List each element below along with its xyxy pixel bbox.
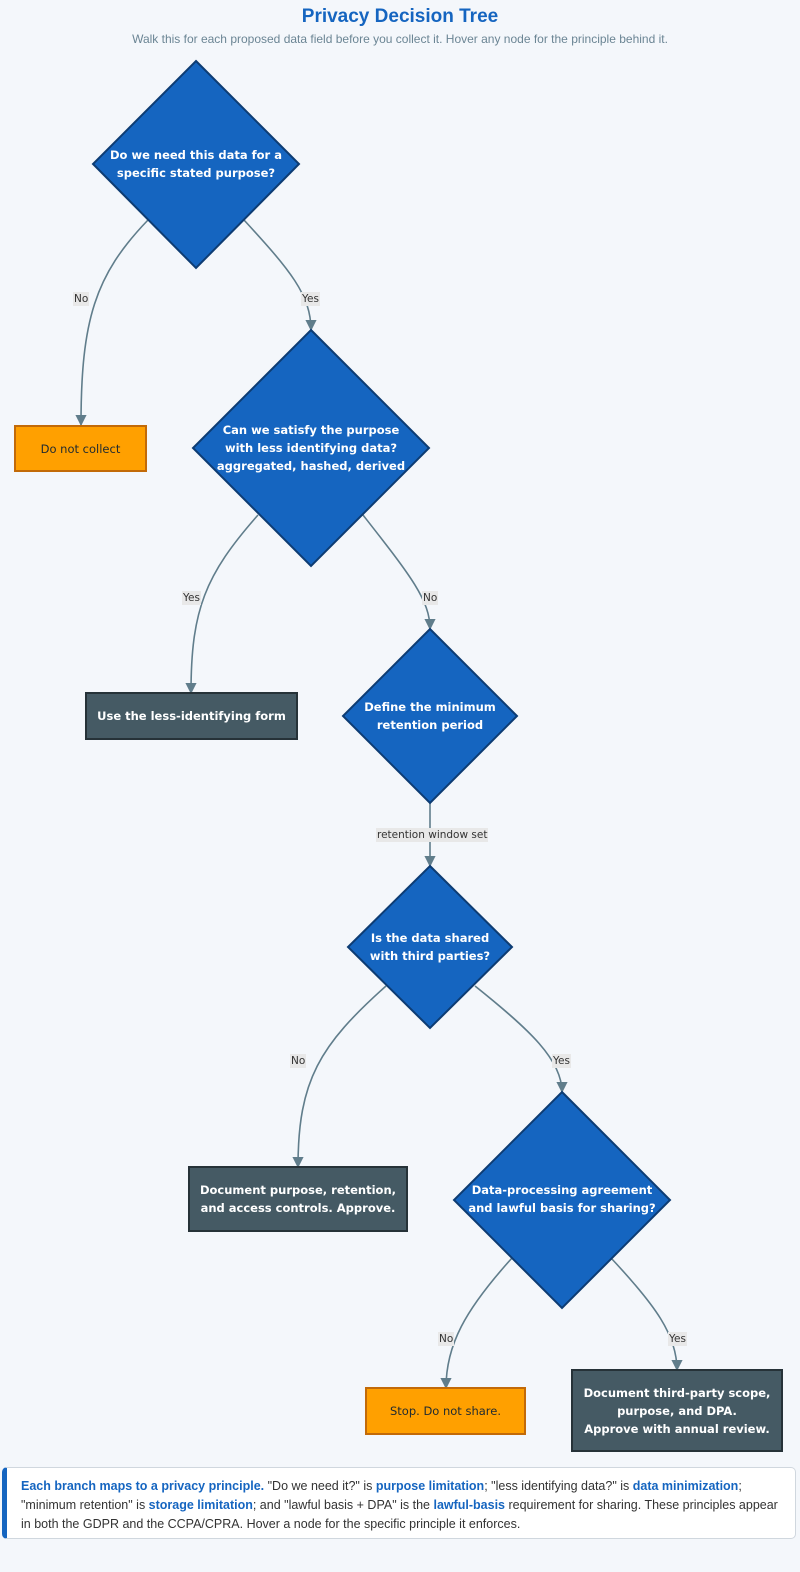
node-dpa-lawful-basis-shape[interactable] [452, 1090, 672, 1310]
edge-label-dpa-no: No [438, 1332, 455, 1346]
node-use-less-identifying-shape[interactable] [85, 692, 298, 740]
edge-label-shared-no: No [290, 1054, 307, 1068]
node-less-identifying-shape[interactable] [191, 328, 431, 568]
node-minimum-retention-shape[interactable] [341, 627, 519, 805]
principle-data-minimization: data minimization [632, 1479, 739, 1493]
node-use-less-identifying-label: Use the less-identifying form [97, 709, 286, 723]
principle-purpose-limitation: purpose limitation [375, 1479, 485, 1493]
node-do-not-collect-label: Do not collect [40, 441, 121, 456]
page-title: Privacy Decision Tree [301, 6, 499, 27]
edge-need-yes [243, 219, 317, 332]
edge-label-need-no: No [73, 292, 90, 306]
node-document-approve-label: Document purpose, retention,and access c… [199, 1183, 396, 1215]
node-shared-third-parties-shape[interactable] [346, 864, 514, 1030]
edge-label-need-yes: Yes [301, 292, 320, 306]
node-stop-do-not-share-label: Stop. Do not share. [389, 1404, 502, 1418]
principle-storage-limitation: storage limitation [148, 1498, 253, 1512]
edge-need-no [75, 219, 149, 427]
node-do-not-collect-shape[interactable] [14, 425, 147, 472]
edge-label-less-no: No [422, 591, 439, 605]
edge-shared-no [292, 985, 387, 1169]
edge-label-dpa-yes: Yes [668, 1332, 687, 1346]
decision-tree-diagram [14, 59, 783, 1452]
node-document-third-party-label: Document third-party scope,purpose, and … [583, 1385, 771, 1436]
node-need-data-shape[interactable] [91, 59, 301, 270]
node-document-approve-shape[interactable] [188, 1166, 408, 1232]
edge-label-less-yes: Yes [182, 591, 201, 605]
node-stop-do-not-share-shape[interactable] [365, 1387, 526, 1435]
principle-lawful-basis: lawful-basis [433, 1498, 506, 1512]
edge-shared-yes [474, 985, 568, 1094]
edge-less-no [362, 514, 436, 631]
note-lead: Each branch maps to a privacy principle. [21, 1479, 265, 1493]
edge-dpa-yes [610, 1257, 683, 1372]
edge-dpa-no [440, 1257, 513, 1390]
edge-label-shared-yes: Yes [552, 1054, 571, 1068]
edge-less-yes [185, 514, 259, 695]
principles-note: Each branch maps to a privacy principle.… [2, 1467, 796, 1539]
page-subtitle: Walk this for each proposed data field b… [132, 32, 668, 46]
edge-label-retention-set: retention window set [376, 828, 489, 842]
node-document-third-party-shape[interactable] [571, 1369, 783, 1452]
